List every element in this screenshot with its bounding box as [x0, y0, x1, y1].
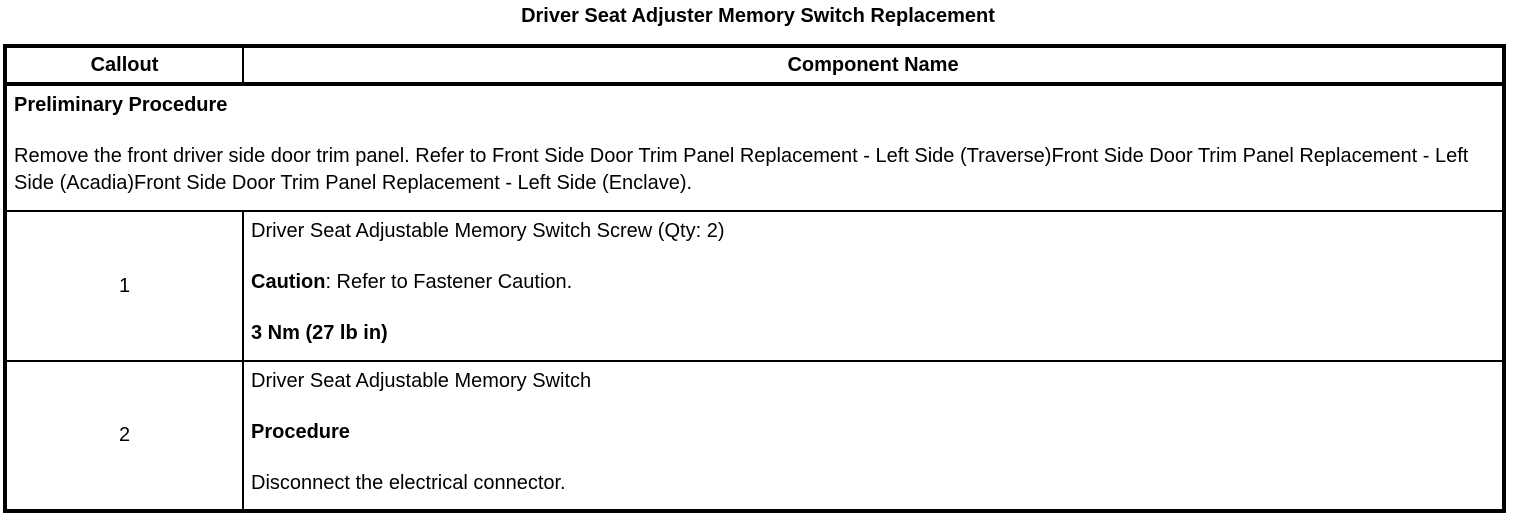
- component-name: Driver Seat Adjustable Memory Switch Scr…: [251, 220, 725, 242]
- caution-text: : Refer to Fastener Caution.: [325, 271, 573, 293]
- component-name: Driver Seat Adjustable Memory Switch: [251, 370, 592, 392]
- preliminary-procedure-heading: Preliminary Procedure: [14, 94, 228, 116]
- caution-note: Caution: Refer to Fastener Caution.: [251, 269, 1495, 296]
- table-row: 1 Driver Seat Adjustable Memory Switch S…: [4, 210, 1505, 362]
- component-name-column-header: Component Name: [242, 45, 1505, 86]
- callout-column-header: Callout: [4, 45, 244, 86]
- table-row: 2 Driver Seat Adjustable Memory Switch P…: [4, 360, 1505, 512]
- caution-label: Caution: [251, 271, 326, 293]
- page-title: Driver Seat Adjuster Memory Switch Repla…: [521, 5, 995, 27]
- preliminary-procedure-row: Preliminary Procedure Remove the front d…: [4, 83, 1505, 212]
- component-cell: Driver Seat Adjustable Memory Switch Pro…: [242, 360, 1505, 512]
- callout-number: 1: [4, 210, 244, 362]
- procedure-heading: Procedure: [251, 421, 350, 443]
- component-table: Callout Component Name Preliminary Proce…: [3, 44, 1506, 513]
- procedure-step: Disconnect the electrical connector.: [251, 472, 566, 494]
- torque-spec: 3 Nm (27 lb in): [251, 322, 388, 344]
- component-cell: Driver Seat Adjustable Memory Switch Scr…: [242, 210, 1505, 362]
- preliminary-procedure-cell: Preliminary Procedure Remove the front d…: [4, 83, 1505, 212]
- table-header-row: Callout Component Name: [4, 45, 1505, 86]
- preliminary-procedure-text: Remove the front driver side door trim p…: [14, 145, 1469, 194]
- callout-number: 2: [4, 360, 244, 512]
